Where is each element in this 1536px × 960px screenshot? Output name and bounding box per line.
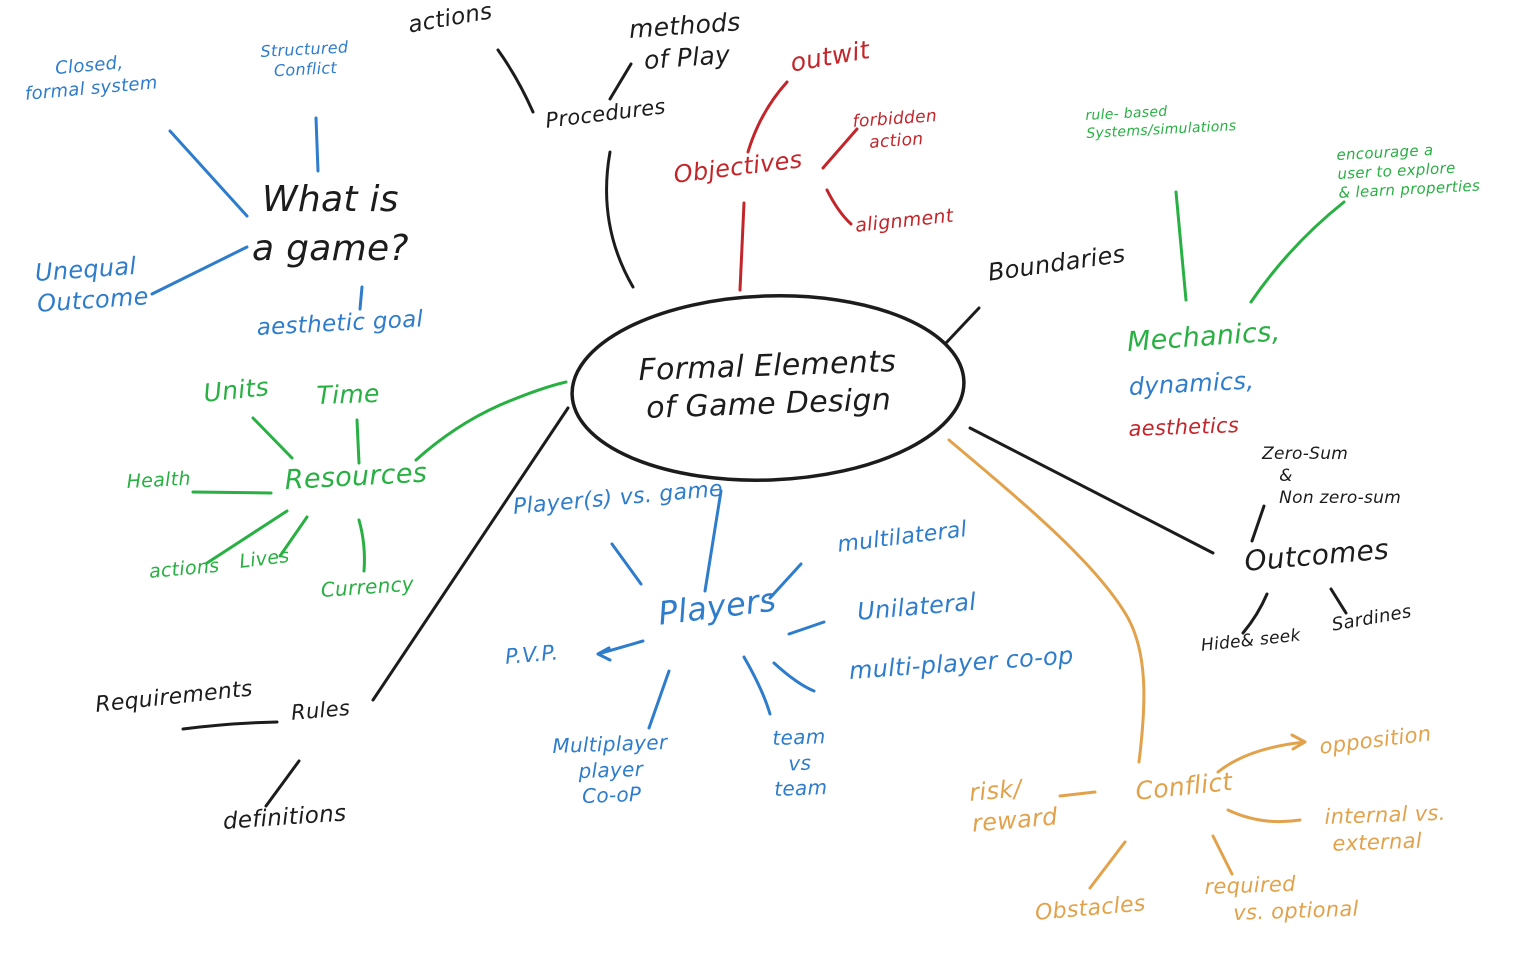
edge-closed-whatis [168, 129, 249, 218]
node-what-is-a-game: What is a game? [252, 179, 409, 269]
edge-players-teamvsteam [742, 655, 772, 716]
edge-actions-resources [205, 509, 289, 565]
edge-unequal-whatis [150, 245, 249, 296]
node-encourage-explore: encourage a user to explore & learn prop… [1336, 140, 1481, 203]
edge-players-center [703, 489, 723, 593]
edge-rules-definitions [264, 759, 301, 808]
edge-outcomes-sardines [1329, 587, 1348, 615]
edge-actions-procedures [496, 48, 535, 114]
edge-boundaries-center [944, 306, 981, 345]
edge-conflict-internal [1226, 808, 1302, 824]
edge-rulebased-mechanics [1174, 190, 1188, 302]
edge-players-multilateral [768, 562, 803, 600]
edge-outwit-objectives [746, 80, 789, 154]
edge-encourage-mechanics [1249, 200, 1346, 304]
edge-units-resources [251, 416, 294, 460]
node-units: Units [202, 372, 271, 408]
edge-objectives-forbidden [821, 127, 859, 170]
edge-methods-procedures [608, 62, 633, 101]
edge-lives-resources [278, 515, 309, 558]
edge-outcomes-hideseek [1241, 592, 1269, 635]
edge-conflict-opposition-arrow [1216, 733, 1307, 774]
edge-procedures-center [605, 150, 635, 289]
node-health: Health [126, 467, 192, 493]
edge-outcomes-zerosum [1250, 504, 1266, 543]
edge-center-outcomes [968, 426, 1215, 555]
edge-players-multiplayercoop [772, 661, 816, 693]
edge-objectives-center [738, 201, 746, 292]
node-risk-reward: risk/ reward [968, 774, 1059, 838]
edge-players-multiplayerplayercoop [647, 669, 671, 730]
node-structured-conflict: Structured Conflict [260, 37, 349, 81]
edge-riskreward-conflict [1058, 790, 1097, 798]
edge-conflict-required [1211, 834, 1234, 876]
node-unequal-outcome: Unequal Outcome [34, 251, 150, 318]
node-internal-external: internal vs. external [1324, 800, 1447, 856]
edge-resources-center [414, 380, 568, 462]
edge-resources-currency [357, 518, 366, 573]
node-zero-sum: Zero-Sum & Non zero-sum [1262, 444, 1402, 508]
node-aesthetics: aesthetics [1128, 413, 1240, 441]
node-time: Time [316, 378, 381, 410]
edge-aestheticgoal-whatis [358, 285, 364, 311]
edge-objectives-alignment [825, 188, 853, 226]
edge-center-rules [371, 406, 570, 702]
node-dynamics: dynamics, [1128, 366, 1255, 401]
edge-time-resources [355, 418, 361, 465]
edge-health-resources [191, 490, 273, 495]
node-required-optional: required vs. optional [1204, 871, 1360, 926]
node-pvp: P.V.P. [504, 640, 560, 669]
edge-players-unilateral [787, 620, 826, 636]
central-topic: Formal Elements of Game Design [637, 344, 897, 427]
node-rules: Rules [290, 695, 352, 725]
node-methods-of-play: methods of Play [628, 7, 742, 75]
edge-requirements-rules [181, 720, 279, 731]
central-ellipse [570, 294, 966, 482]
edge-playersvsgame-players [610, 542, 643, 586]
node-team-vs-team: team vs team [772, 724, 828, 802]
edge-conflict-obstacles [1088, 840, 1127, 890]
edge-players-pvp-arrow [596, 639, 645, 662]
node-forbidden-action: forbidden action [852, 106, 938, 153]
edge-center-conflict [947, 438, 1146, 764]
node-multiplayer-player-coop: Multiplayer player Co-oP [552, 729, 668, 809]
edge-structured-whatis [314, 116, 320, 173]
